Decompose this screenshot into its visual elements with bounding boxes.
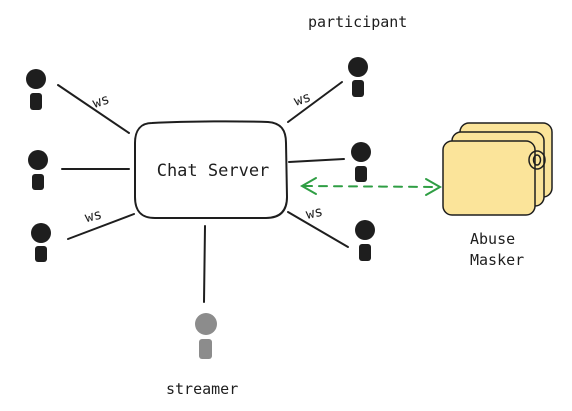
participant-right-1-icon bbox=[348, 57, 368, 97]
participant-label: participant bbox=[308, 13, 408, 31]
participant-left-2-icon bbox=[28, 150, 48, 190]
abuse-masker-stack bbox=[442, 122, 553, 216]
edge-left-3 bbox=[67, 213, 135, 240]
edge-right-1 bbox=[287, 81, 343, 123]
plugin-badge-icon bbox=[528, 150, 546, 170]
participant-left-1-icon bbox=[26, 69, 46, 110]
edge-right-2 bbox=[288, 158, 345, 163]
participant-left-3-icon bbox=[31, 223, 51, 262]
abuse-masker-label-line2: Masker bbox=[470, 251, 525, 269]
edge-label-ws-3: ws bbox=[292, 89, 313, 109]
chat-server-label: Chat Server bbox=[157, 161, 270, 181]
dashed-arrow-server-to-masker bbox=[299, 177, 443, 196]
chat-server-box bbox=[134, 120, 289, 219]
edge-label-ws-4: ws bbox=[305, 204, 325, 223]
participant-right-3-icon bbox=[355, 220, 375, 261]
edge-label-ws-2: ws bbox=[83, 207, 103, 227]
edge-label-ws-1: ws bbox=[91, 91, 112, 111]
edge-left-1 bbox=[57, 84, 130, 134]
streamer-label: streamer bbox=[166, 380, 239, 398]
edge-streamer bbox=[203, 225, 206, 303]
abuse-masker-label-line1: Abuse bbox=[470, 230, 516, 248]
edge-right-3 bbox=[287, 211, 349, 248]
participant-right-2-icon bbox=[351, 142, 371, 182]
streamer-icon bbox=[195, 313, 217, 359]
